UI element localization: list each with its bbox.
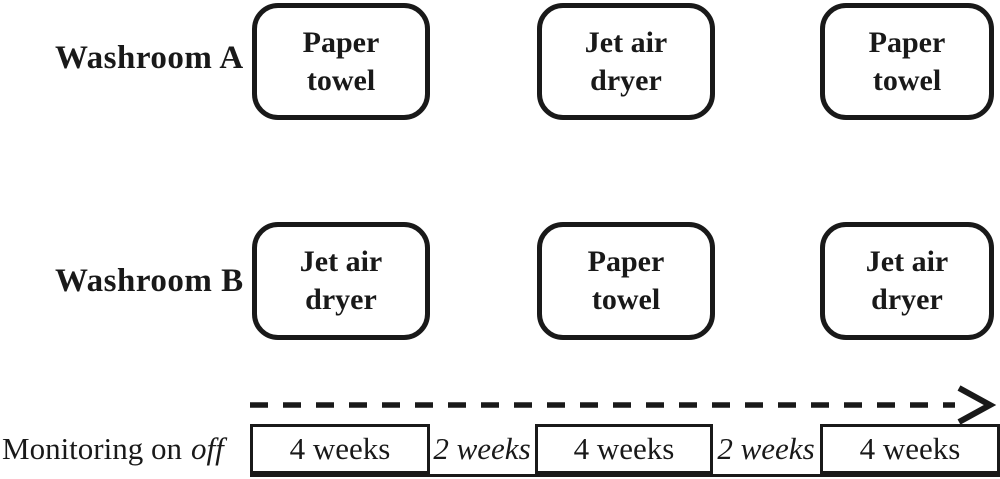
- condition-label: Jet air dryer: [299, 245, 383, 316]
- washroom-b-period-2-box: Paper towel: [537, 222, 715, 340]
- period-duration-label: 2 weeks: [433, 431, 531, 466]
- condition-label: Jet air dryer: [865, 245, 949, 316]
- monitoring-off-period-2: 2 weeks: [717, 424, 814, 474]
- condition-label: Paper towel: [868, 25, 946, 97]
- monitoring-legend: Monitoring on off: [2, 424, 224, 474]
- washroom-a-period-2-box: Jet air dryer: [537, 3, 715, 120]
- condition-label: Paper towel: [587, 245, 665, 316]
- period-duration-label: 4 weeks: [859, 431, 961, 466]
- period-duration-label: 2 weeks: [717, 431, 815, 466]
- washroom-a-label: Washroom A: [55, 40, 244, 76]
- washroom-a-period-3-box: Paper towel: [820, 3, 994, 120]
- condition-label: Jet air dryer: [584, 25, 668, 97]
- period-duration-label: 4 weeks: [289, 431, 391, 466]
- monitoring-off-period-1: 2 weeks: [433, 424, 530, 474]
- time-axis-dashed-arrow-icon: [250, 385, 1000, 427]
- washroom-a-period-1-box: Paper towel: [252, 3, 430, 120]
- monitoring-off-label: off: [190, 431, 224, 466]
- washroom-b-period-1-box: Jet air dryer: [252, 222, 430, 340]
- monitoring-on-label: Monitoring on: [2, 431, 182, 466]
- monitoring-on-period-3: 4 weeks: [820, 424, 1000, 474]
- condition-label: Paper towel: [302, 25, 380, 97]
- monitoring-on-period-2: 4 weeks: [535, 424, 713, 474]
- washroom-b-label: Washroom B: [55, 263, 244, 299]
- washroom-b-period-3-box: Jet air dryer: [820, 222, 994, 340]
- monitoring-on-period-1: 4 weeks: [250, 424, 430, 474]
- monitoring-timeline: 4 weeks 2 weeks 4 weeks 2 weeks 4 weeks: [250, 424, 1000, 477]
- period-duration-label: 4 weeks: [573, 431, 675, 466]
